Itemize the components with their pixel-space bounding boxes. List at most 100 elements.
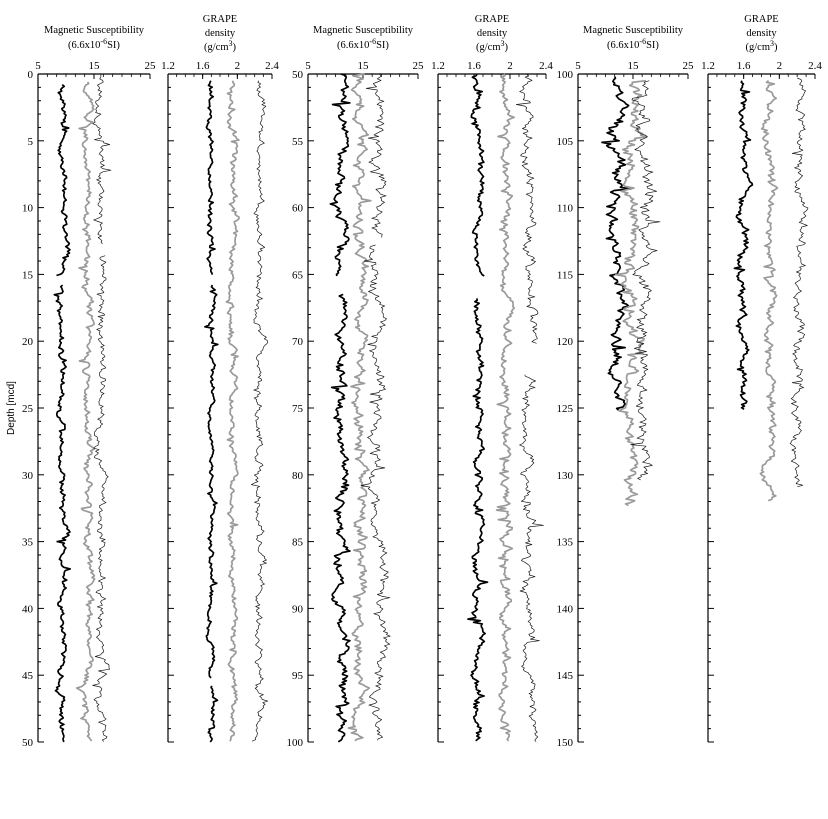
x-tick-label: 5 [305,60,311,72]
series-line-thin [92,73,112,245]
y-tick-label: 10 [22,203,34,215]
panel-title-line2: density [746,28,777,39]
series-line-black [470,73,485,277]
x-tick-label: 15 [628,60,640,72]
y-tick-label: 60 [292,203,304,215]
x-tick-label: 2 [777,60,783,72]
y-tick-label: 0 [28,69,34,81]
series-line-black [205,80,216,275]
series-line-black [56,84,71,277]
panel-grape-3: 1.2 1.6 2 2.4 GRAPE density(g/cm3) [701,14,822,743]
y-tick-label: 140 [557,603,574,615]
x-tick-label: 25 [413,60,425,72]
y-tick-label: 120 [557,336,574,348]
y-tick-label: 145 [557,670,574,682]
y-tick-label: 40 [22,603,34,615]
panel-title-line2: density [477,28,508,39]
x-tick-label: 1.2 [431,60,445,72]
panel-unit: (g/cm3) [204,39,237,53]
y-tick-label: 15 [22,269,34,281]
x-tick-label: 2 [507,60,513,72]
y-tick-label: 100 [557,69,574,81]
panel-unit: (6.6x10-6SI) [337,37,389,51]
series-line-gray [75,81,96,742]
y-tick-label: 150 [557,737,574,749]
series-line-black [53,284,72,743]
series-line-thin [365,73,387,238]
x-tick-label: 15 [89,60,101,72]
series-line-gray [225,80,240,742]
x-tick-label: 1.6 [196,60,210,72]
series-line-thin [360,244,391,741]
series-line-black [204,284,219,679]
series-line-black [467,298,489,742]
series-line-thin [630,80,661,481]
panel-title-line2: density [205,28,236,39]
panel-unit: (6.6x10-6SI) [607,37,659,51]
series-line-thin [519,374,544,742]
y-tick-label: 130 [557,470,574,482]
x-tick-label: 15 [358,60,370,72]
panel-title: Magnetic Susceptibility [44,25,145,36]
y-tick-label: 5 [28,136,34,148]
series-line-gray [347,73,372,742]
x-tick-label: 2.4 [539,60,553,72]
y-tick-label: 45 [22,670,34,682]
series-line-black [733,80,754,411]
y-tick-label: 25 [22,403,34,415]
panel-unit: (6.6x10-6SI) [68,37,120,51]
y-tick-label: 115 [557,269,574,281]
series-line-thin [92,255,110,742]
panel-unit: (g/cm3) [476,39,509,53]
y-tick-label: 30 [22,470,34,482]
y-tick-label: 110 [557,203,574,215]
panel-title: Magnetic Susceptibility [583,25,684,36]
x-tick-label: 25 [145,60,157,72]
y-tick-label: 135 [557,537,574,549]
x-tick-label: 1.6 [467,60,481,72]
y-tick-label: 65 [292,269,304,281]
x-tick-label: 2.4 [808,60,822,72]
series-line-thin [789,77,809,488]
panel-title: GRAPE [744,14,778,25]
panel-title: Magnetic Susceptibility [313,25,414,36]
y-tick-label: 125 [557,403,574,415]
panel-title: GRAPE [203,14,237,25]
series-line-thin [250,80,269,742]
series-line-black [329,73,351,277]
series-line-gray [495,73,516,742]
x-tick-label: 5 [35,60,41,72]
y-tick-label: 35 [22,537,34,549]
series-line-black [601,76,632,411]
x-tick-label: 25 [683,60,695,72]
series-line-gray [759,80,779,502]
y-tick-label: 85 [292,537,304,549]
y-axis-label: Depth [mcd] [6,381,17,435]
y-tick-label: 55 [292,136,304,148]
panel-grape-2: 1.2 1.6 2 2.4 GRAPE density(g/cm3) [431,14,553,743]
series-line-thin [515,73,539,344]
y-tick-label: 105 [557,136,574,148]
y-tick-label: 50 [22,737,34,749]
y-tick-label: 75 [292,403,304,415]
panel-title: GRAPE [475,14,509,25]
x-tick-label: 1.2 [161,60,175,72]
x-tick-label: 1.2 [701,60,715,72]
y-tick-label: 50 [292,69,304,81]
x-tick-label: 5 [575,60,581,72]
x-tick-label: 1.6 [737,60,751,72]
x-tick-label: 2 [235,60,241,72]
series-line-gray [614,79,648,507]
panel-grape-1: 1.2 1.6 2 2.4 GRAPE density(g/cm3) [161,14,279,743]
y-tick-label: 100 [287,737,304,749]
panel-unit: (g/cm3) [746,39,779,53]
y-tick-label: 95 [292,670,304,682]
series-line-black [207,685,219,743]
series-line-black [330,293,351,743]
y-tick-label: 70 [292,336,304,348]
x-tick-label: 2.4 [265,60,279,72]
